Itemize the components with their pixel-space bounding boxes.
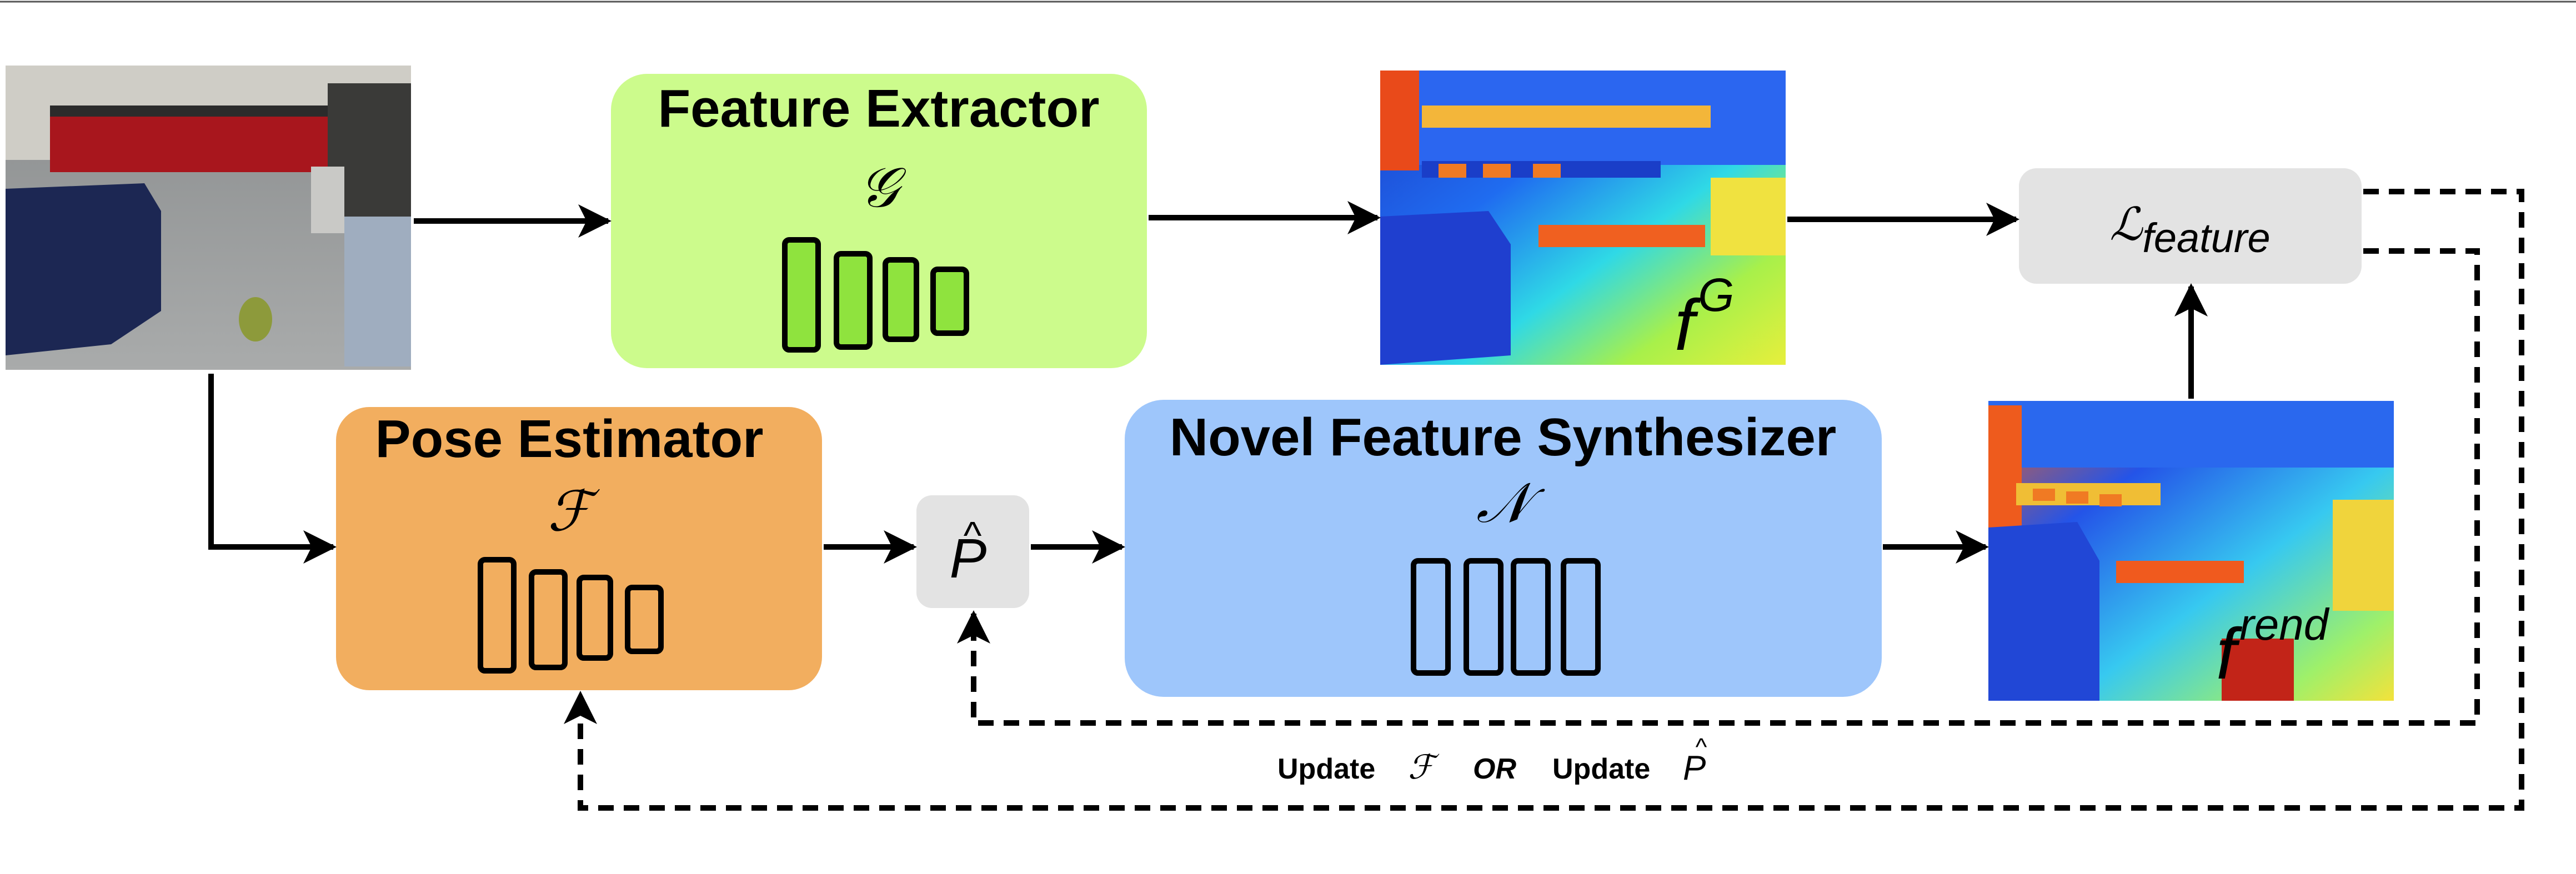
arrow-image-to-pose-estimator [208,374,337,564]
feedback-to-pose-estimator [564,189,2524,811]
feature-extractor-title: Feature Extractor [658,79,1100,138]
synthesizer-title: Novel Feature Synthesizer [1170,408,1836,467]
solid-arrows [208,201,2208,564]
pose-hat-label: P [950,528,987,590]
dashed-feedback-arrows [564,189,2524,811]
feature-map-g: fG [1380,71,1786,365]
update-caption-update-b: Update [1552,753,1650,785]
input-image [6,66,411,370]
pose-hat-hat: ^ [963,514,982,557]
feedback-to-phat [957,248,2480,726]
pose-estimator-title: Pose Estimator [375,409,764,469]
loss-label: ℒfeature [2109,199,2270,261]
update-caption-symbol-b: P [1683,749,1706,787]
network-bars-icon [478,557,664,674]
feature-extractor-box: Feature Extractor 𝒢 [611,74,1147,368]
network-bars-icon [1411,558,1601,676]
update-caption-or: OR [1473,753,1516,785]
update-caption-symbol-b-hat: ^ [1695,734,1707,761]
pose-hat-node: ^ P [916,495,1029,608]
feature-map-rend-label: frend [2216,600,2330,694]
novel-feature-synthesizer-box: Novel Feature Synthesizer 𝒩 [1125,400,1882,697]
network-bars-icon [782,237,969,353]
feature-map-rend: frend [1988,401,2394,701]
update-caption: Update ℱ OR Update ^ P [1277,734,1707,787]
update-caption-update-a: Update [1277,753,1375,785]
pose-estimator-box: Pose Estimator ℱ [336,407,822,690]
loss-node: ℒfeature [2019,168,2362,284]
update-caption-symbol-a: ℱ [1408,749,1440,786]
